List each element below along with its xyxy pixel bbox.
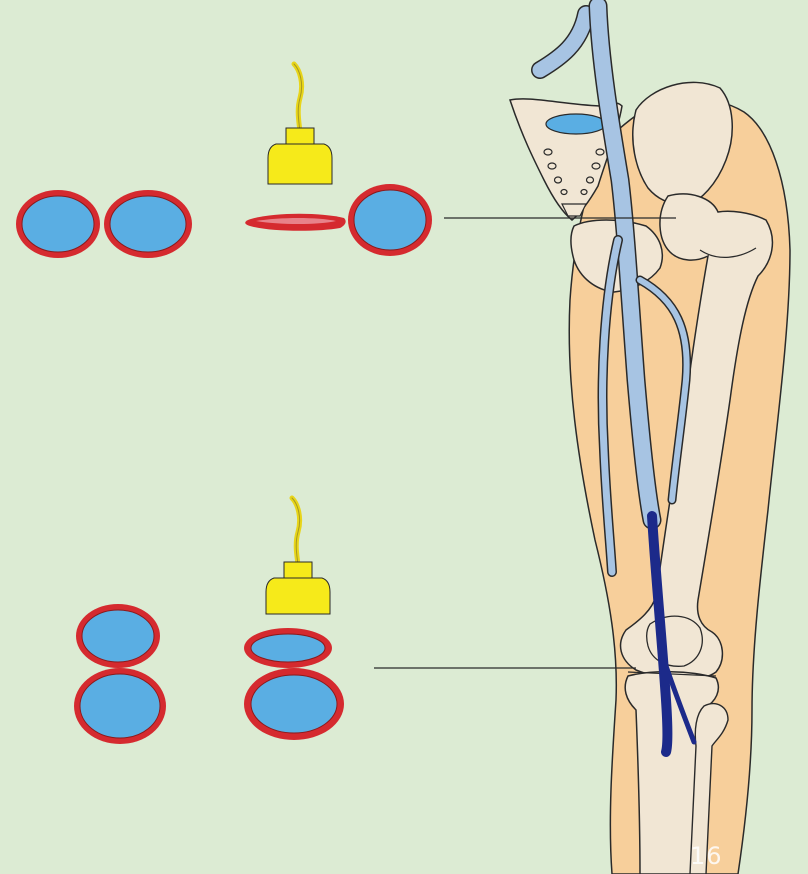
lower-row-cross-sections [74,498,344,744]
vessel-cross-section-icon [76,604,160,668]
ultrasound-probe-icon [268,64,332,184]
leg-anatomy [510,6,790,874]
vessel-cross-section-icon [104,190,192,258]
vessel-cross-section-icon [16,190,100,258]
sacral-canal [546,114,606,134]
vessel-cross-section-icon [244,668,344,740]
upper-row-cross-sections [16,64,432,258]
compressed-vein-icon [245,214,345,231]
ultrasound-probe-icon [266,498,330,614]
vessel-cross-section-icon [348,184,432,256]
page-number: 16 [690,842,723,870]
non-compressible-vein-icon [244,628,332,668]
vessel-cross-section-icon [74,668,166,744]
